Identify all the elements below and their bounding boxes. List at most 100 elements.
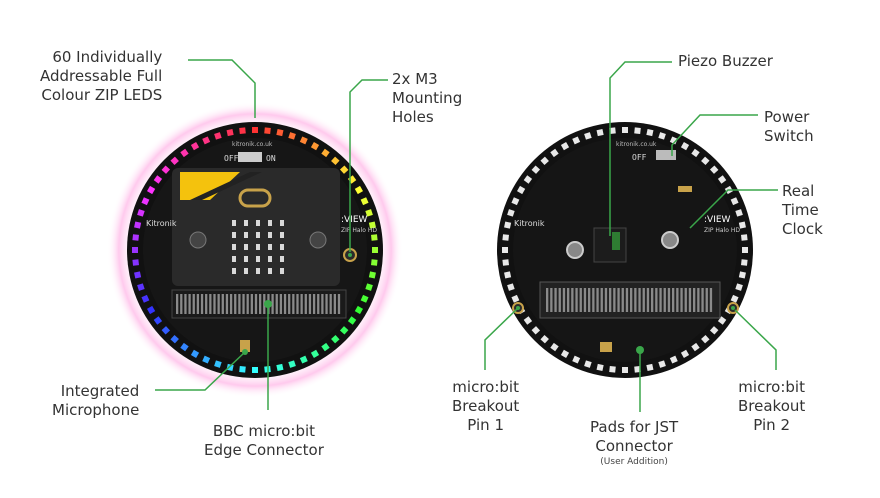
edge-pin <box>333 294 336 314</box>
edge-pin <box>638 288 641 312</box>
zip-led <box>170 156 179 166</box>
zip-led <box>321 342 330 352</box>
edge-pin <box>579 288 582 312</box>
edge-pin <box>292 294 295 314</box>
zip-led <box>134 221 142 229</box>
edge-pin <box>205 294 208 314</box>
zip-led <box>288 360 296 368</box>
edge-pin <box>321 294 324 314</box>
leader-power <box>671 114 758 156</box>
edge-pin <box>600 288 603 312</box>
zip-led <box>239 366 246 373</box>
zip-led <box>310 349 320 358</box>
edge-pin <box>217 294 220 314</box>
zip-led <box>137 283 145 291</box>
zip-led <box>507 209 515 217</box>
edge-pin <box>254 294 258 314</box>
zip-led <box>742 247 748 253</box>
zip-led <box>331 156 340 166</box>
zip-led <box>609 127 616 134</box>
zip-led <box>141 197 150 206</box>
edge-pin <box>646 288 650 312</box>
edge-pin <box>625 288 629 312</box>
zip-led <box>360 197 369 206</box>
zip-led <box>276 363 284 371</box>
zip-led <box>190 349 200 358</box>
edge-pin <box>663 288 666 312</box>
zip-led <box>658 360 666 368</box>
leader-pin1 <box>484 307 519 370</box>
zip-led <box>572 355 581 364</box>
edge-pin <box>225 294 229 314</box>
edge-pin <box>271 294 274 314</box>
edge-pin <box>184 294 187 314</box>
zip-led <box>735 209 743 217</box>
jst-pads <box>600 342 612 352</box>
left-off-label: OFF <box>224 154 239 163</box>
zip-led <box>365 283 373 291</box>
zip-led <box>669 355 678 364</box>
edge-pin <box>634 288 637 312</box>
zip-led <box>339 326 349 335</box>
zip-led <box>252 127 258 133</box>
zip-led <box>622 367 628 373</box>
edge-pin <box>651 288 654 312</box>
left-microphone <box>240 340 250 352</box>
matrix-led <box>280 268 284 274</box>
edge-pin <box>546 288 549 312</box>
label-power-switch: Power Switch <box>764 108 814 145</box>
zip-led <box>523 175 533 184</box>
zip-led <box>226 129 234 137</box>
zip-led <box>372 247 378 253</box>
right-power-switch <box>656 150 676 160</box>
edge-pin <box>288 294 291 314</box>
leader-piezo <box>609 61 672 236</box>
zip-led <box>132 259 139 266</box>
zip-led <box>502 259 509 266</box>
matrix-led <box>268 244 272 250</box>
zip-led <box>658 132 666 140</box>
edge-pin <box>558 288 561 312</box>
edge-pin <box>192 294 195 314</box>
zip-led <box>371 234 378 241</box>
label-jst-note: (User Addition) <box>600 457 668 467</box>
zip-led <box>180 148 189 158</box>
edge-pin <box>688 288 692 312</box>
zip-led <box>368 221 376 229</box>
zip-led <box>584 360 592 368</box>
edge-pin <box>642 288 645 312</box>
zip-led <box>540 334 549 344</box>
zip-led <box>310 142 320 151</box>
matrix-led <box>268 220 272 226</box>
edge-pin <box>697 288 700 312</box>
edge-pin <box>312 294 316 314</box>
zip-led <box>170 334 179 344</box>
zip-led <box>161 165 171 174</box>
zip-led <box>299 136 308 145</box>
zip-led <box>141 294 150 303</box>
zip-led <box>132 234 139 241</box>
zip-led <box>680 349 690 358</box>
edge-pin <box>680 288 683 312</box>
left-model: ZIP Halo HD <box>341 227 377 234</box>
matrix-led <box>256 244 260 250</box>
edge-pin <box>238 294 241 314</box>
edge-pin <box>229 294 233 314</box>
zip-led <box>550 148 559 158</box>
edge-pin <box>196 294 200 314</box>
label-pin1: micro:bit Breakout Pin 1 <box>452 378 520 434</box>
zip-led <box>730 197 739 206</box>
zip-led <box>214 360 222 368</box>
matrix-led <box>268 232 272 238</box>
zip-led <box>190 142 200 151</box>
edge-pin <box>209 294 212 314</box>
button-b <box>309 231 327 249</box>
matrix-led <box>280 256 284 262</box>
edge-pin <box>275 294 278 314</box>
matrix-led <box>280 220 284 226</box>
zip-led <box>680 142 690 151</box>
label-microphone: Integrated Microphone <box>52 382 140 419</box>
zip-led <box>691 148 700 158</box>
zip-led <box>634 127 641 134</box>
led-ring-left <box>132 127 378 373</box>
